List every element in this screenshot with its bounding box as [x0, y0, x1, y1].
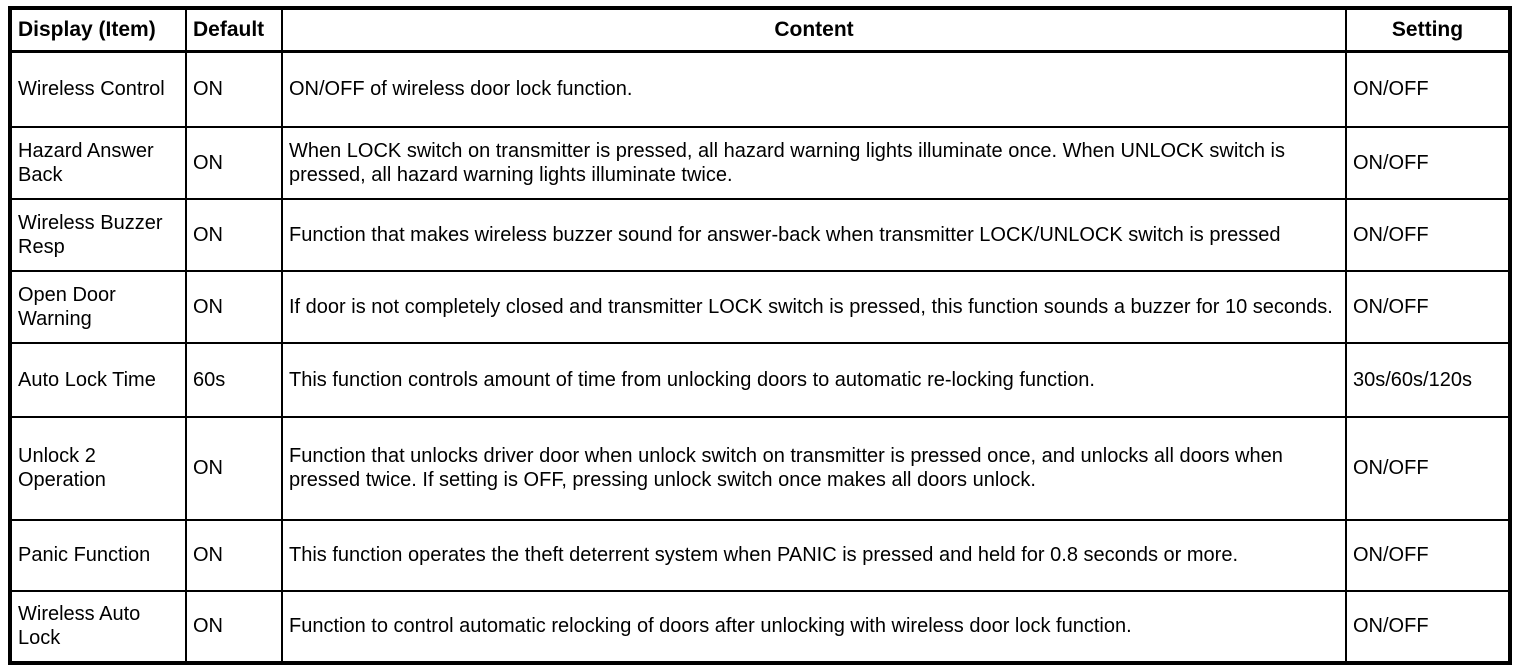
cell-default: 60s	[185, 341, 283, 418]
cell-content: This function controls amount of time fr…	[281, 341, 1347, 418]
cell-setting: ON/OFF	[1345, 125, 1511, 200]
cell-content: Function that makes wireless buzzer soun…	[281, 197, 1347, 272]
cell-setting: ON/OFF	[1345, 589, 1511, 664]
cell-default: ON	[185, 197, 283, 272]
table-row: Wireless Control ON ON/OFF of wireless d…	[9, 50, 1511, 128]
cell-content: This function operates the theft deterre…	[281, 518, 1347, 592]
cell-default: ON	[185, 589, 283, 664]
table-row: Wireless Buzzer Resp ON Function that ma…	[9, 197, 1511, 272]
cell-content: Function to control automatic relocking …	[281, 589, 1347, 664]
table-row: Unlock 2 Operation ON Function that unlo…	[9, 415, 1511, 521]
cell-display-item: Open Door Warning	[9, 269, 187, 344]
cell-display-item: Auto Lock Time	[9, 341, 187, 418]
cell-content: When LOCK switch on transmitter is press…	[281, 125, 1347, 200]
table-body: Wireless Control ON ON/OFF of wireless d…	[9, 50, 1511, 664]
cell-display-item: Wireless Control	[9, 50, 187, 128]
cell-display-item: Wireless Auto Lock	[9, 589, 187, 664]
column-header-default: Default	[185, 7, 283, 53]
column-header-content: Content	[281, 7, 1347, 53]
cell-default: ON	[185, 50, 283, 128]
cell-setting: ON/OFF	[1345, 415, 1511, 521]
cell-default: ON	[185, 518, 283, 592]
table-row: Hazard Answer Back ON When LOCK switch o…	[9, 125, 1511, 200]
table-row: Auto Lock Time 60s This function control…	[9, 341, 1511, 418]
cell-default: ON	[185, 415, 283, 521]
column-header-display-item: Display (Item)	[9, 7, 187, 53]
table-header: Display (Item) Default Content Setting	[9, 7, 1511, 53]
cell-setting: ON/OFF	[1345, 518, 1511, 592]
cell-default: ON	[185, 125, 283, 200]
cell-setting: ON/OFF	[1345, 50, 1511, 128]
column-header-setting: Setting	[1345, 7, 1511, 53]
cell-setting: 30s/60s/120s	[1345, 341, 1511, 418]
cell-setting: ON/OFF	[1345, 269, 1511, 344]
table-row: Wireless Auto Lock ON Function to contro…	[9, 589, 1511, 664]
cell-display-item: Hazard Answer Back	[9, 125, 187, 200]
table-row: Panic Function ON This function operates…	[9, 518, 1511, 592]
cell-display-item: Panic Function	[9, 518, 187, 592]
cell-display-item: Unlock 2 Operation	[9, 415, 187, 521]
table-row: Open Door Warning ON If door is not comp…	[9, 269, 1511, 344]
cell-content: If door is not completely closed and tra…	[281, 269, 1347, 344]
cell-content: Function that unlocks driver door when u…	[281, 415, 1347, 521]
cell-content: ON/OFF of wireless door lock function.	[281, 50, 1347, 128]
cell-setting: ON/OFF	[1345, 197, 1511, 272]
cell-display-item: Wireless Buzzer Resp	[9, 197, 187, 272]
header-row: Display (Item) Default Content Setting	[9, 7, 1511, 53]
wireless-door-lock-settings-table: Display (Item) Default Content Setting W…	[8, 6, 1512, 665]
cell-default: ON	[185, 269, 283, 344]
